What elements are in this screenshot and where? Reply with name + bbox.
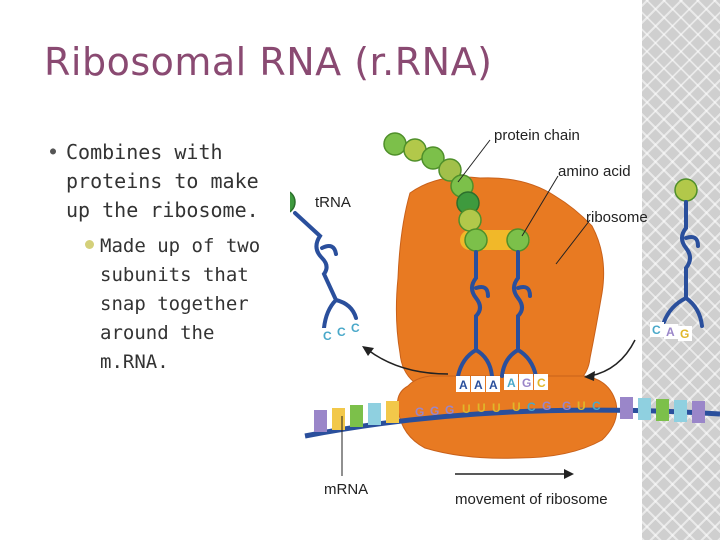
codon-base: G [430, 404, 439, 418]
anticodon-base: C [337, 325, 346, 339]
codon-base: U [512, 400, 521, 414]
anticodon-base: G [680, 327, 689, 341]
label-amino-acid: amino acid [558, 163, 631, 180]
codon-base: C [527, 400, 536, 414]
exit-arrow [362, 346, 449, 375]
entry-arrow [584, 339, 636, 381]
codon-base: U [492, 401, 501, 415]
leader-protein-chain [457, 139, 491, 183]
slide-title: Ribosomal RNA (r.RNA) [44, 40, 493, 84]
anticodon-base: C [652, 323, 661, 337]
anticodon-base: A [507, 376, 516, 390]
bullet-text: Combines with proteins to make up the ri… [66, 140, 259, 222]
codon-base: U [577, 399, 586, 413]
codon-base: G [562, 399, 571, 413]
decorative-strip [642, 0, 720, 540]
anticodon-base: G [522, 376, 531, 390]
sub-bullet-marker-icon [85, 240, 94, 249]
ribosome-large-subunit [395, 176, 605, 387]
codon-base: C [592, 399, 601, 413]
label-mrna: mRNA [324, 481, 368, 498]
leader-amino-acid [521, 175, 559, 237]
codon-base: U [477, 401, 486, 415]
mrna-codons: G G G U U U U C G G U C [415, 399, 601, 419]
anticodon-base: C [323, 329, 332, 343]
mrna-nucleotides [314, 397, 705, 432]
ribosome-translation-diagram: G G G U U U U C G G U C [290, 127, 720, 508]
trna-bound-right [500, 250, 538, 378]
anticodon-base: C [351, 321, 360, 335]
protein-chain [383, 132, 530, 252]
anticodon-base: C [537, 376, 546, 390]
sub-bullet-text: Made up of two subunits that snap togeth… [100, 235, 261, 373]
label-trna: tRNA [315, 194, 351, 211]
anticodons-in-ribosome: A A A A G C [456, 374, 548, 392]
anticodon-base: A [489, 378, 498, 392]
codon-base: U [462, 402, 471, 416]
codon-base: G [415, 405, 424, 419]
movement-arrow [455, 469, 574, 479]
anticodon-base: A [459, 378, 468, 392]
trna-free-right: C A G [650, 178, 704, 341]
anticodon-base: A [474, 378, 483, 392]
label-movement: movement of ribosome [455, 491, 608, 508]
bullet-marker-icon: ● [50, 146, 57, 157]
leader-ribosome [555, 219, 591, 265]
anticodon-base: A [666, 325, 675, 339]
label-protein-chain: protein chain [494, 127, 580, 144]
trna-bound-left [456, 250, 494, 378]
codon-base: G [542, 399, 551, 413]
codon-base: G [445, 403, 454, 417]
label-ribosome: ribosome [586, 209, 648, 226]
trna-free-left: C C C [290, 191, 362, 343]
